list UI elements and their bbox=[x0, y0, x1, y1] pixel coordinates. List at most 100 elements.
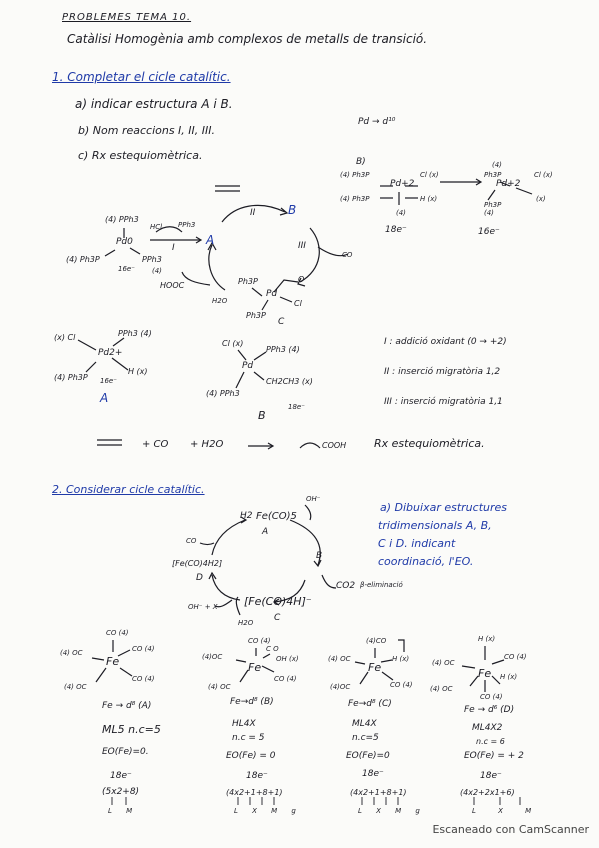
C3d-lig-br: CO (4) bbox=[390, 681, 413, 689]
b-left-ligand-b: (4) bbox=[396, 209, 406, 217]
arrow-III-label: III bbox=[298, 241, 306, 251]
D3d-lig-bottom: CO (4) bbox=[480, 693, 503, 701]
problem1-item-a: a) indicar estructura A i B. bbox=[75, 97, 233, 111]
pd-config: Pd → d¹⁰ bbox=[358, 117, 396, 127]
D3d-count-sub: L X M bbox=[472, 807, 542, 815]
C3d-count: (4x2+1+8+1) bbox=[350, 788, 407, 797]
cycle-label-A: A bbox=[206, 233, 215, 247]
A3d-lig-bl: (4) OC bbox=[64, 683, 87, 691]
c-ligand-bl: Ph3P bbox=[246, 311, 266, 320]
problem2-instr-2: C i D. indicant bbox=[378, 537, 456, 550]
D3d-count: (4x2+2x1+6) bbox=[460, 788, 515, 797]
cycle2-co: CO bbox=[186, 537, 197, 545]
A-label: A bbox=[100, 391, 109, 405]
p2-arrow-DA bbox=[211, 519, 246, 556]
cycle2-D-label: D bbox=[196, 573, 203, 583]
C3d-lig-top: (4)CO bbox=[366, 637, 387, 645]
reaction-III: III : inserció migratòria 1,1 bbox=[384, 397, 503, 407]
stoich-product: COOH bbox=[322, 441, 347, 450]
B3d-center: Fe bbox=[248, 661, 262, 674]
B3d-lig-co: C O bbox=[266, 645, 279, 653]
A3d-center: Fe bbox=[106, 655, 120, 668]
b-left-electrons: 18e⁻ bbox=[385, 225, 407, 235]
D3d-lig-h: H (x) bbox=[500, 673, 518, 681]
B3d-lig-left: (4)OC bbox=[202, 653, 223, 661]
b-right-ligand-bl: Ph3P bbox=[484, 201, 502, 209]
cycle2-A-formula: Fe(CO)5 bbox=[256, 511, 297, 522]
cycle2-D-formula: [Fe(CO)4H2] bbox=[172, 559, 223, 568]
arrow-II-label: II bbox=[250, 208, 256, 218]
B-electrons: 18e⁻ bbox=[288, 403, 305, 411]
B3d-eo: EO(Fe) = 0 bbox=[226, 751, 276, 761]
b-right-electrons: 16e⁻ bbox=[478, 227, 500, 237]
cycle2-h2o: H2O bbox=[238, 619, 254, 627]
A-ligand-pph3: PPh3 (4) bbox=[118, 329, 152, 338]
B3d-electrons: 18e⁻ bbox=[246, 771, 268, 781]
B-label: B bbox=[258, 409, 266, 422]
C3d-count-sub: L X M g bbox=[358, 807, 426, 815]
C3d-formula: ML4X bbox=[352, 719, 377, 729]
camscanner-watermark: Escaneado con CamScanner bbox=[432, 823, 589, 836]
b-left-center: Pd+2 bbox=[390, 179, 415, 189]
D3d-formula: ML4X2 bbox=[472, 723, 503, 733]
A3d-eo: EO(Fe)=0. bbox=[102, 747, 149, 757]
D3d-center: Fe bbox=[478, 667, 492, 680]
problem2-heading: 2. Considerar cicle catalític. bbox=[52, 483, 205, 496]
cycle2-A-label: A bbox=[262, 527, 269, 537]
struct-bonds bbox=[91, 639, 505, 692]
start-ligand-top: (4) PPh3 bbox=[105, 215, 139, 224]
A-ligand-ph3p: (4) Ph3P bbox=[54, 373, 88, 382]
cycle2-co2: CO2 bbox=[336, 581, 356, 591]
h2o-label: H2O bbox=[212, 297, 228, 305]
problem1-item-c: c) Rx estequiomètrica. bbox=[78, 149, 203, 162]
cycle-label-C: C bbox=[278, 317, 285, 327]
page-title: PROBLEMES TEMA 10. bbox=[62, 12, 192, 23]
stoich-label: Rx estequiomètrica. bbox=[374, 437, 485, 450]
C3d-nc: n.c=5 bbox=[352, 733, 379, 743]
B-ligand-pph3b: (4) PPh3 bbox=[206, 389, 240, 398]
A3d-formula: ML5 n.c=5 bbox=[102, 723, 161, 736]
c-ligand-tl: Ph3P bbox=[238, 277, 258, 286]
A-electrons: 16e⁻ bbox=[100, 377, 117, 385]
c-ligand-o: O bbox=[298, 275, 305, 284]
A-center: Pd2+ bbox=[98, 348, 123, 358]
cycle2-beta: β-eliminació bbox=[360, 581, 403, 589]
D3d-lig-co: CO (4) bbox=[504, 653, 527, 661]
b-left-ligand-br: H (x) bbox=[420, 195, 438, 203]
start-electrons: 16e⁻ bbox=[118, 265, 135, 273]
B3d-lig-bl: (4) OC bbox=[208, 683, 231, 691]
problem1-item-b: b) Nom reaccions I, II, III. bbox=[78, 124, 216, 137]
B3d-count: (4x2+1+8+1) bbox=[226, 788, 283, 797]
C3d-lig-left: (4) OC bbox=[328, 655, 351, 663]
cycle2-B-label: B bbox=[316, 551, 323, 561]
reaction-II: II : inserció migratòria 1,2 bbox=[384, 367, 501, 377]
D3d-lig-left: (4) OC bbox=[432, 659, 455, 667]
start-ligand-right-count: (4) bbox=[152, 267, 162, 275]
stoich-h2o: + H2O bbox=[190, 439, 224, 450]
cycle2-h2: H2 bbox=[240, 511, 253, 521]
b-right-ligand-t: (4) bbox=[492, 161, 502, 169]
cycle2-ohx: OH⁻ + X bbox=[188, 603, 218, 611]
arrow-II-curve bbox=[221, 204, 286, 223]
A-ligand-h: H (x) bbox=[128, 367, 148, 376]
B3d-nc: n.c = 5 bbox=[232, 733, 265, 743]
co-label: CO bbox=[342, 251, 353, 259]
cycle2-C-formula: [Fe(CO)4H]⁻ bbox=[244, 595, 312, 608]
A3d-lig-br: CO (4) bbox=[132, 675, 155, 683]
b-right-ligand-bl-count: (4) bbox=[484, 209, 494, 217]
B-ligand-pph3: PPh3 (4) bbox=[266, 345, 300, 354]
D3d-electrons: 18e⁻ bbox=[480, 771, 502, 781]
b-right-ligand-tl: Ph3P bbox=[484, 171, 502, 179]
B3d-count-sub: L X M g bbox=[234, 807, 302, 815]
problem2-instr-0: a) Dibuixar estructures bbox=[380, 501, 507, 514]
B3d-config: Fe→d⁸ (B) bbox=[230, 697, 274, 707]
A-ligand-cl: (x) Cl bbox=[54, 333, 76, 342]
D3d-lig-bl: (4) OC bbox=[430, 685, 453, 693]
b-left-ligand-tl: (4) Ph3P bbox=[340, 171, 370, 179]
D3d-lig-top: H (x) bbox=[478, 635, 496, 643]
arrow-I-label: I bbox=[172, 243, 175, 253]
cycle-label-B: B bbox=[288, 203, 297, 217]
D3d-eo: EO(Fe) = + 2 bbox=[464, 751, 524, 761]
problem2-instr-1: tridimensionals A, B, bbox=[378, 519, 492, 532]
